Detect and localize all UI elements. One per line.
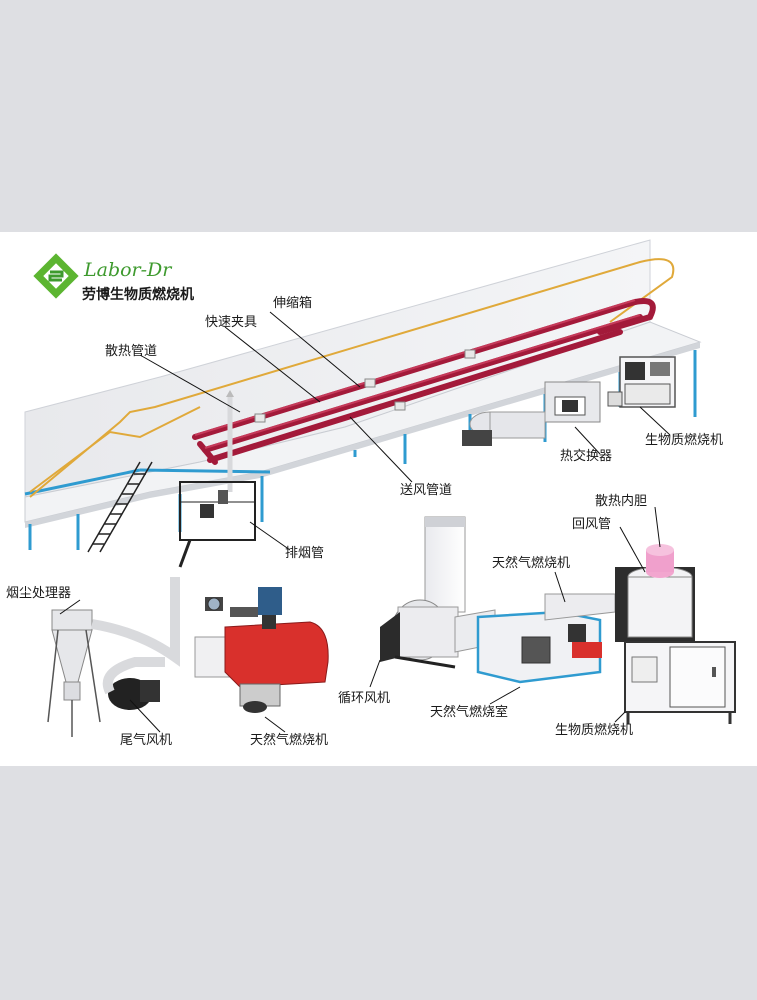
platform-edge (25, 342, 700, 528)
quick-clamps (254, 349, 476, 423)
label-dust-processor: 烟尘处理器 (6, 586, 71, 601)
diagram-canvas: Labor-Dr 劳博生物质燃烧机 (0, 232, 757, 766)
label-gas-chamber: 天然气燃烧室 (430, 704, 508, 720)
label-return-duct: 回风管 (572, 517, 611, 532)
label-biomass-burner-top: 生物质燃烧机 (645, 432, 723, 448)
heat-pipes (192, 298, 656, 465)
label-supply-duct: 送风管道 (400, 483, 452, 498)
logo-icon (33, 253, 79, 299)
brand-logo: Labor-Dr 劳博生物质燃烧机 (33, 253, 194, 303)
logo-text: Labor-Dr (83, 259, 173, 281)
label-circulation-fan: 循环风机 (338, 691, 390, 706)
staircase (87, 461, 153, 553)
label-heat-exchanger: 热交换器 (560, 448, 612, 464)
biomass-burner-bottom-unit (615, 544, 736, 724)
leader-lines (59, 311, 671, 733)
label-quick-clamp: 快速夹具 (205, 315, 257, 330)
company-name: 劳博生物质燃烧机 (82, 286, 194, 303)
label-tail-fan: 尾气风机 (120, 732, 172, 748)
label-gas-burner-left: 天然气燃烧机 (250, 732, 328, 748)
label-heat-liner: 散热内胆 (595, 493, 647, 509)
safety-rail (29, 258, 675, 498)
tail-fan (102, 657, 165, 710)
stair-rail (29, 406, 201, 493)
label-biomass-burner-bottom: 生物质燃烧机 (555, 722, 633, 738)
under-platform-unit (178, 481, 256, 568)
label-gas-burner-mid: 天然气燃烧机 (492, 555, 570, 571)
gas-combustion-chamber (476, 593, 616, 684)
label-heat-pipe: 散热管道 (105, 344, 157, 359)
heat-exchanger-unit (462, 381, 601, 446)
gas-burner-red (194, 587, 329, 713)
equipment-diagram: Labor-Dr 劳博生物质燃烧机 (6, 239, 736, 748)
label-expansion-box: 伸缩箱 (273, 295, 312, 311)
cyclone-separator (47, 577, 180, 737)
label-exhaust-pipe: 排烟管 (285, 546, 324, 561)
biomass-burner-top (607, 356, 676, 408)
